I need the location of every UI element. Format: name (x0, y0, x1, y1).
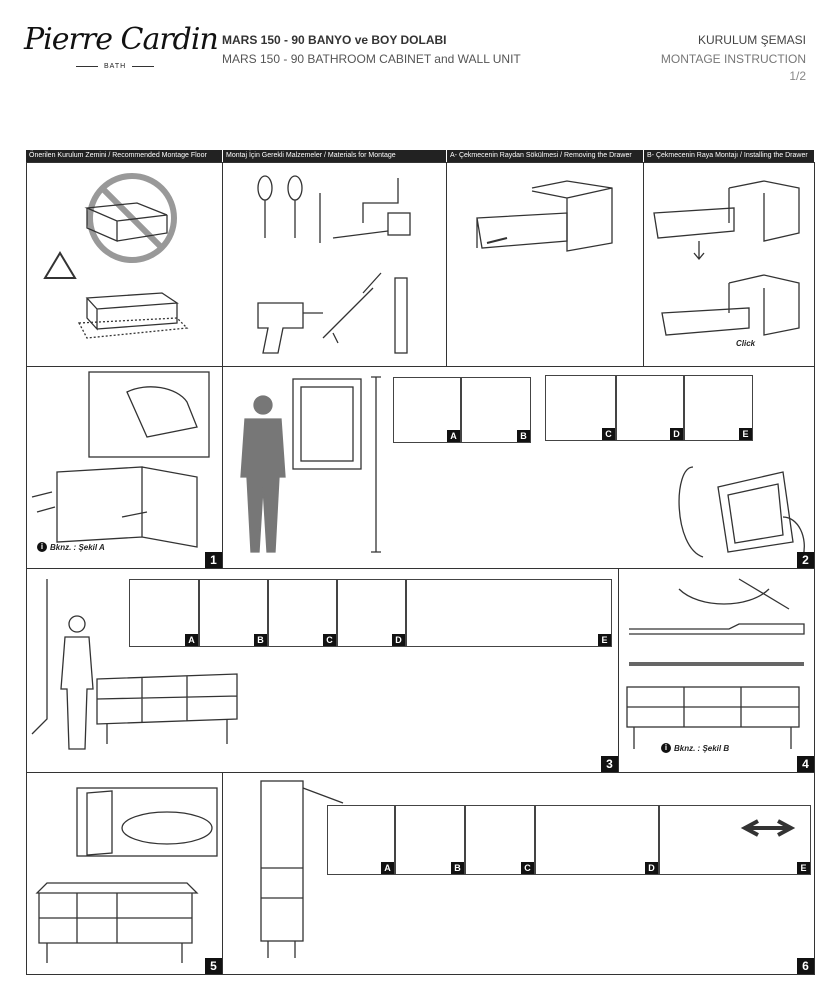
letter-c: C (521, 862, 534, 874)
letter-e: E (797, 862, 810, 874)
note-a-text: Bknz. : Şekil A (50, 542, 105, 552)
letter-a: A (447, 430, 460, 442)
install-drawer-illustration (653, 180, 800, 336)
step-5-illustration (35, 787, 218, 963)
step-6b-box: B (395, 805, 465, 875)
letter-b: B (254, 634, 267, 646)
step-6d-box: D (535, 805, 659, 875)
note-b-text: Bknz. : Şekil B (674, 743, 730, 753)
page-number: 1/2 (789, 69, 806, 83)
step-number-5: 5 (205, 958, 222, 974)
step-number-6: 6 (797, 958, 814, 974)
step-number-1: 1 (205, 552, 222, 568)
remove-drawer-illustration (476, 180, 613, 252)
step-2d-box: D (616, 375, 684, 441)
section-materials: Montaj İçin Gerekli Malzemeler / Materia… (222, 150, 446, 162)
step-6a-box: A (327, 805, 395, 875)
panel-step-5: 5 (26, 772, 223, 975)
info-icon: i (37, 542, 47, 552)
step-2c-box: C (545, 375, 616, 441)
step-6-illustration (260, 780, 796, 958)
step-number-4: 4 (797, 756, 814, 772)
step-6c-box: C (465, 805, 535, 875)
panel-step-6: A B C D E 6 (222, 772, 815, 975)
title-en: MARS 150 - 90 BATHROOM CABINET and WALL … (222, 52, 521, 66)
brand-sub-text: BATH (104, 63, 127, 70)
doc-title-en: MONTAGE INSTRUCTION (660, 52, 806, 66)
floor-illustration (43, 173, 189, 339)
letter-e: E (598, 634, 611, 646)
panel-materials (222, 162, 447, 367)
letter-e: E (739, 428, 752, 440)
letter-d: D (670, 428, 683, 440)
step-number-3: 3 (601, 756, 618, 772)
step-2a-box: A (393, 377, 461, 443)
step-4-illustration (626, 578, 805, 749)
doc-title-tr: KURULUM ŞEMASI (697, 33, 806, 47)
letter-b: B (517, 430, 530, 442)
letter-b: B (451, 862, 464, 874)
panel-step-2: A B C D E 2 (222, 366, 815, 569)
section-installing-drawer: B- Çekmecenin Raya Montajı / Installing … (643, 150, 814, 162)
letter-d: D (392, 634, 405, 646)
step-2-illustration (240, 376, 805, 558)
step-3d-box: D (337, 579, 406, 647)
panel-floor (26, 162, 223, 367)
panel-installing-drawer: Click (643, 162, 815, 367)
letter-c: C (323, 634, 336, 646)
section-floor: Önerilen Kurulum Zemini / Recommended Mo… (29, 152, 207, 159)
panel-removing-drawer (446, 162, 644, 367)
click-label: Click (736, 339, 756, 348)
info-icon: i (661, 743, 671, 753)
step-3e-box: E (406, 579, 612, 647)
brand-logo-script: Pierre Cardin (24, 22, 219, 57)
step-3b-box: B (199, 579, 268, 647)
brand-logo: Pierre Cardin BATH (24, 22, 224, 92)
brand-sub: BATH (76, 63, 224, 70)
section-header-bar: Önerilen Kurulum Zemini / Recommended Mo… (26, 150, 814, 162)
step-2e-box: E (684, 375, 753, 441)
letter-c: C (602, 428, 615, 440)
section-removing-drawer: A- Çekmecenin Raydan Sökülmesi / Removin… (446, 150, 643, 162)
step-number-2: 2 (797, 552, 814, 568)
step-3c-box: C (268, 579, 337, 647)
panel-step-3: A B C D E 3 (26, 568, 619, 773)
step-1-illustration (31, 371, 210, 548)
letter-a: A (381, 862, 394, 874)
letter-a: A (185, 634, 198, 646)
step-3a-box: A (129, 579, 199, 647)
step-6e-box: E (659, 805, 811, 875)
letter-d: D (645, 862, 658, 874)
title-tr: MARS 150 - 90 BANYO ve BOY DOLABI (222, 33, 447, 47)
step-2b-box: B (461, 377, 531, 443)
step-3-illustration (31, 579, 238, 750)
tools-illustration (257, 175, 411, 354)
